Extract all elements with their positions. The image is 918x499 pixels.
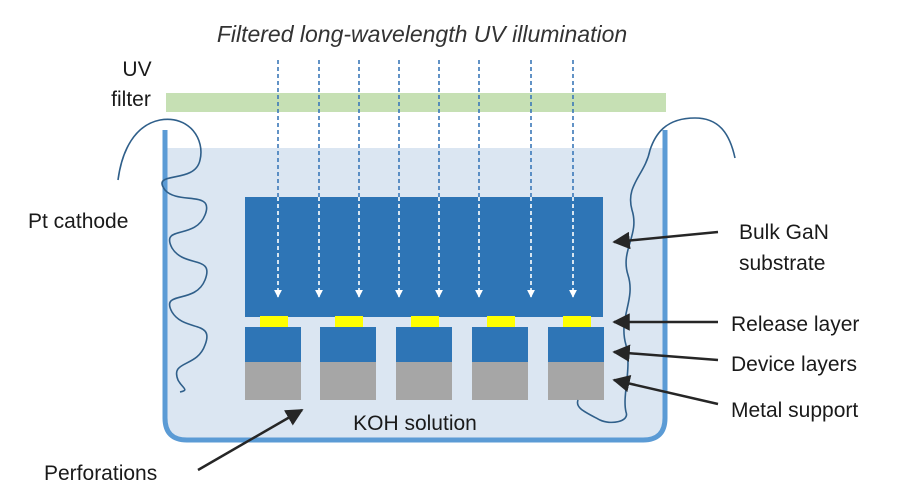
release-pad-2 — [335, 316, 363, 327]
device-layer-1 — [245, 327, 301, 362]
metal-support-2 — [320, 362, 376, 400]
release-layer-label: Release layer — [731, 313, 859, 336]
metal-support-pointer — [612, 375, 719, 406]
uv-filter-label-line1: UV — [122, 58, 151, 81]
metal-support-label: Metal support — [731, 399, 858, 422]
illumination-title: Filtered long-wavelength UV illumination — [217, 21, 627, 47]
beaker — [162, 130, 668, 443]
pt-wire-left — [117, 118, 208, 393]
release-pad-5 — [563, 316, 591, 327]
bulk-gan-label-line1: Bulk GaN — [739, 221, 829, 244]
device-layer-5 — [548, 327, 604, 362]
release-pad-1 — [260, 316, 288, 327]
device-layers-label: Device layers — [731, 353, 857, 376]
device-layer-2 — [320, 327, 376, 362]
release-pads — [260, 316, 591, 327]
koh-solution-label: KOH solution — [353, 412, 477, 435]
uv-filter — [166, 93, 666, 112]
device-layer-4 — [472, 327, 528, 362]
metal-support-1 — [245, 362, 301, 400]
bulk-gan-pointer — [612, 230, 719, 250]
bulk-gan-label-line2: substrate — [739, 252, 825, 275]
metal-support-4 — [472, 362, 528, 400]
metal-support-3 — [396, 362, 452, 400]
uv-rays-inner — [274, 197, 577, 298]
pt-cathode-label: Pt cathode — [28, 210, 128, 233]
metal-support-5 — [548, 362, 604, 400]
device-layer-3 — [396, 327, 452, 362]
perforations-label: Perforations — [44, 462, 157, 485]
device-pillars — [245, 327, 604, 400]
bulk-gan-substrate — [245, 197, 603, 317]
release-pad-3 — [411, 316, 439, 327]
perforations-pointer — [197, 408, 304, 472]
pt-wire-right — [576, 117, 736, 424]
uv-filter-label-line2: filter — [111, 88, 151, 111]
device-layers-pointer — [612, 344, 719, 362]
uv-rays — [277, 60, 574, 197]
release-pad-4 — [487, 316, 515, 327]
